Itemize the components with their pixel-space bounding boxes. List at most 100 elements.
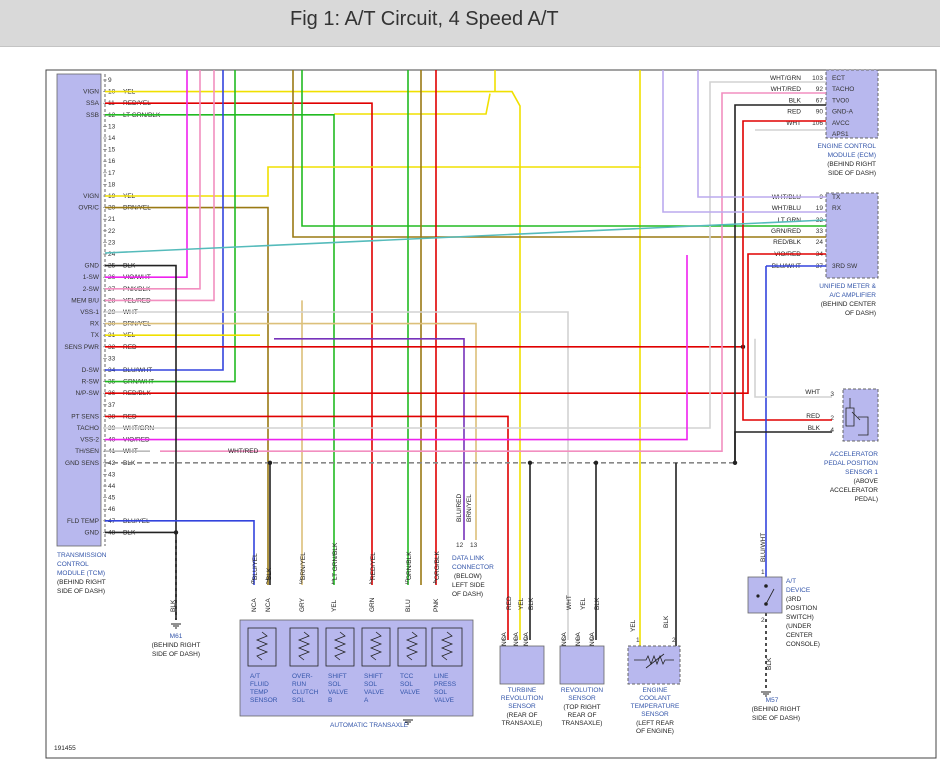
svg-text:OF DASH): OF DASH) (845, 310, 876, 317)
transaxle-component-label: SOL (434, 689, 447, 696)
revsensor-pin-harness: YEL (580, 597, 587, 610)
revsensor-pin-wire: NCA (575, 632, 582, 646)
svg-text:(UNDER: (UNDER (786, 623, 812, 630)
svg-text:TRANSAXLE): TRANSAXLE) (562, 720, 603, 727)
ground-symbol (171, 623, 181, 629)
svg-text:MODULE (TCM): MODULE (TCM) (57, 570, 105, 577)
transaxle-wire-color: NCA (251, 598, 258, 612)
tcm-pin-name: R-SW (82, 379, 100, 386)
revsensor-pin-harness: BLK (594, 597, 601, 610)
transaxle-harness-color: GRN/BLK (406, 551, 413, 580)
svg-text:ENGINE CONTROL: ENGINE CONTROL (817, 143, 876, 150)
dlc-connector: BLU/RED BRN/YEL 12 13 DATA LINK CONNECTO… (452, 494, 494, 598)
diagram-frame (45, 69, 937, 759)
wire-th-sen (160, 92, 826, 452)
wire-lt-grn-meter (104, 219, 827, 254)
svg-text:CONSOLE): CONSOLE) (786, 641, 820, 648)
svg-text:SENSOR: SENSOR (508, 703, 536, 710)
svg-text:12: 12 (456, 542, 464, 549)
wire-ovr (105, 206, 269, 585)
ecm-pin-name: APS1 (832, 131, 849, 138)
tcm-pin-number: 16 (108, 158, 116, 165)
svg-text:(REAR OF: (REAR OF (506, 712, 537, 719)
svg-text:PEDAL POSITION: PEDAL POSITION (824, 460, 878, 467)
svg-text:(BEHIND CENTER: (BEHIND CENTER (821, 301, 877, 308)
wire-ssa (105, 102, 373, 585)
ect-pin-number: 2 (672, 637, 676, 644)
transaxle-wire-color: GRN (369, 597, 376, 612)
tcm-pin-number: 22 (108, 228, 116, 235)
ecm-pin-color: RED (787, 109, 801, 116)
tcm-pin-name: GND (85, 529, 100, 536)
meter-pin-number: 19 (816, 205, 824, 212)
svg-text:2: 2 (761, 617, 765, 624)
turbine-pin-wire: NCA (523, 632, 530, 646)
svg-text:CONNECTOR: CONNECTOR (452, 564, 494, 571)
splice-dot (173, 530, 179, 535)
tcm-pin-name: 1-SW (83, 274, 100, 281)
svg-text:(BEHIND RIGHT: (BEHIND RIGHT (57, 579, 106, 586)
ecm-pin-color: WHT/GRN (770, 75, 801, 82)
meter-pin-name: 3RD SW (832, 263, 858, 270)
transaxle-harness-color: BRN/YEL (300, 552, 307, 580)
transaxle-label: AUTOMATIC TRANSAXLE (330, 722, 409, 729)
transaxle-component-label: VALVE (400, 689, 421, 696)
tcm-pin-number: 15 (108, 147, 116, 154)
svg-text:A/T: A/T (786, 578, 796, 585)
svg-text:1: 1 (761, 569, 765, 576)
transaxle-component-label: LINE (434, 673, 449, 680)
ground-m57: M57 (BEHIND RIGHT SIDE OF DASH) (752, 697, 801, 722)
transaxle-harness-color: ORG/BLK (434, 550, 441, 580)
turbine-sensor (499, 645, 545, 685)
ect-thermistor (634, 653, 674, 669)
tcm-pin-number: 37 (108, 402, 116, 409)
svg-text:SIDE OF DASH): SIDE OF DASH) (828, 170, 876, 177)
svg-text:TRANSMISSION: TRANSMISSION (57, 552, 107, 559)
transaxle-component-label: VALVE (434, 697, 455, 704)
svg-text:REAR OF: REAR OF (568, 712, 597, 719)
svg-text:YEL: YEL (630, 619, 637, 632)
ecm-pin-name: TACHO (832, 86, 854, 93)
transaxle-component-label: SOL (328, 681, 341, 688)
ecm-pin-name: GND-A (832, 109, 854, 116)
tcm-pin-number: 17 (108, 170, 116, 177)
ect-pin-number: 1 (636, 637, 640, 644)
svg-text:ACCELERATOR: ACCELERATOR (830, 451, 878, 458)
svg-text:M61: M61 (170, 633, 183, 640)
meter-label: UNIFIED METER & A/C AMPLIFIER (BEHIND CE… (819, 283, 876, 317)
tcm-pin-name: OVR/C (78, 205, 99, 212)
ecm-pin-number: 106 (812, 120, 823, 127)
wire-2sw (105, 70, 201, 290)
tcm-pin-number: 23 (108, 239, 116, 246)
ecm-label: ENGINE CONTROL MODULE (ECM) (BEHIND RIGH… (817, 143, 876, 177)
svg-text:ENGINE: ENGINE (643, 687, 669, 694)
aps-pin-labels: WHT 3 RED 2 BLK 4 (805, 389, 834, 434)
wire-vss1 (105, 311, 569, 640)
ect-sensor (627, 645, 681, 685)
transaxle-pin-number: 1 (331, 579, 335, 586)
revsensor-pin-wire: NCA (589, 632, 596, 646)
transaxle-component-label: PRESS (434, 681, 457, 688)
tcm-pin-number: 9 (108, 77, 112, 84)
transaxle-harness-color: BLU/YEL (252, 553, 259, 580)
meter-pin-color: GRN/RED (771, 228, 801, 235)
tcm-pin-name: VIGN (83, 193, 99, 200)
ecm-module (825, 69, 879, 139)
svg-text:SIDE OF DASH): SIDE OF DASH) (752, 715, 800, 722)
svg-text:SIDE OF DASH): SIDE OF DASH) (57, 588, 105, 595)
ecm-pin-color: WHT (786, 120, 801, 127)
tcm-pin-number: 46 (108, 506, 116, 513)
meter-pin-number: 24 (816, 239, 824, 246)
svg-text:SIDE OF DASH): SIDE OF DASH) (152, 651, 200, 658)
tcm-pin-number: 13 (108, 123, 116, 130)
transaxle-wire-color: NCA (265, 598, 272, 612)
transaxle-component-label: SOL (400, 681, 413, 688)
transaxle-component-label: SOL (292, 697, 305, 704)
svg-text:BLK: BLK (170, 599, 177, 612)
meter-pin-name: RX (832, 205, 842, 212)
turbine-pin-harness: RED (506, 596, 513, 610)
tcm-pin-number: 44 (108, 483, 116, 490)
